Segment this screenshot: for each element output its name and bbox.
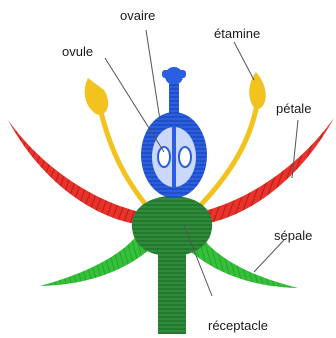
- leader-sepale: [254, 240, 284, 272]
- stigma-top: [162, 70, 186, 78]
- label-sepale: sépale: [274, 228, 312, 243]
- petal-right: [190, 118, 334, 226]
- label-ovule: ovule: [62, 44, 93, 59]
- style: [169, 84, 179, 114]
- label-etamine: étamine: [214, 26, 260, 41]
- ovary-septum: [172, 127, 176, 187]
- receptacle-stem: [158, 246, 186, 334]
- leader-etamine: [234, 42, 254, 80]
- stamen-right-anther: [249, 72, 266, 110]
- ovule-left: [158, 147, 170, 167]
- leader-ovule: [105, 58, 164, 152]
- leader-ovaire: [146, 30, 160, 120]
- stamen-left-anther: [85, 78, 108, 115]
- ovule-right: [179, 147, 191, 167]
- petal-left: [8, 120, 150, 226]
- label-petale: pétale: [276, 101, 311, 116]
- label-receptacle: réceptacle: [208, 318, 268, 333]
- label-ovaire: ovaire: [120, 8, 155, 23]
